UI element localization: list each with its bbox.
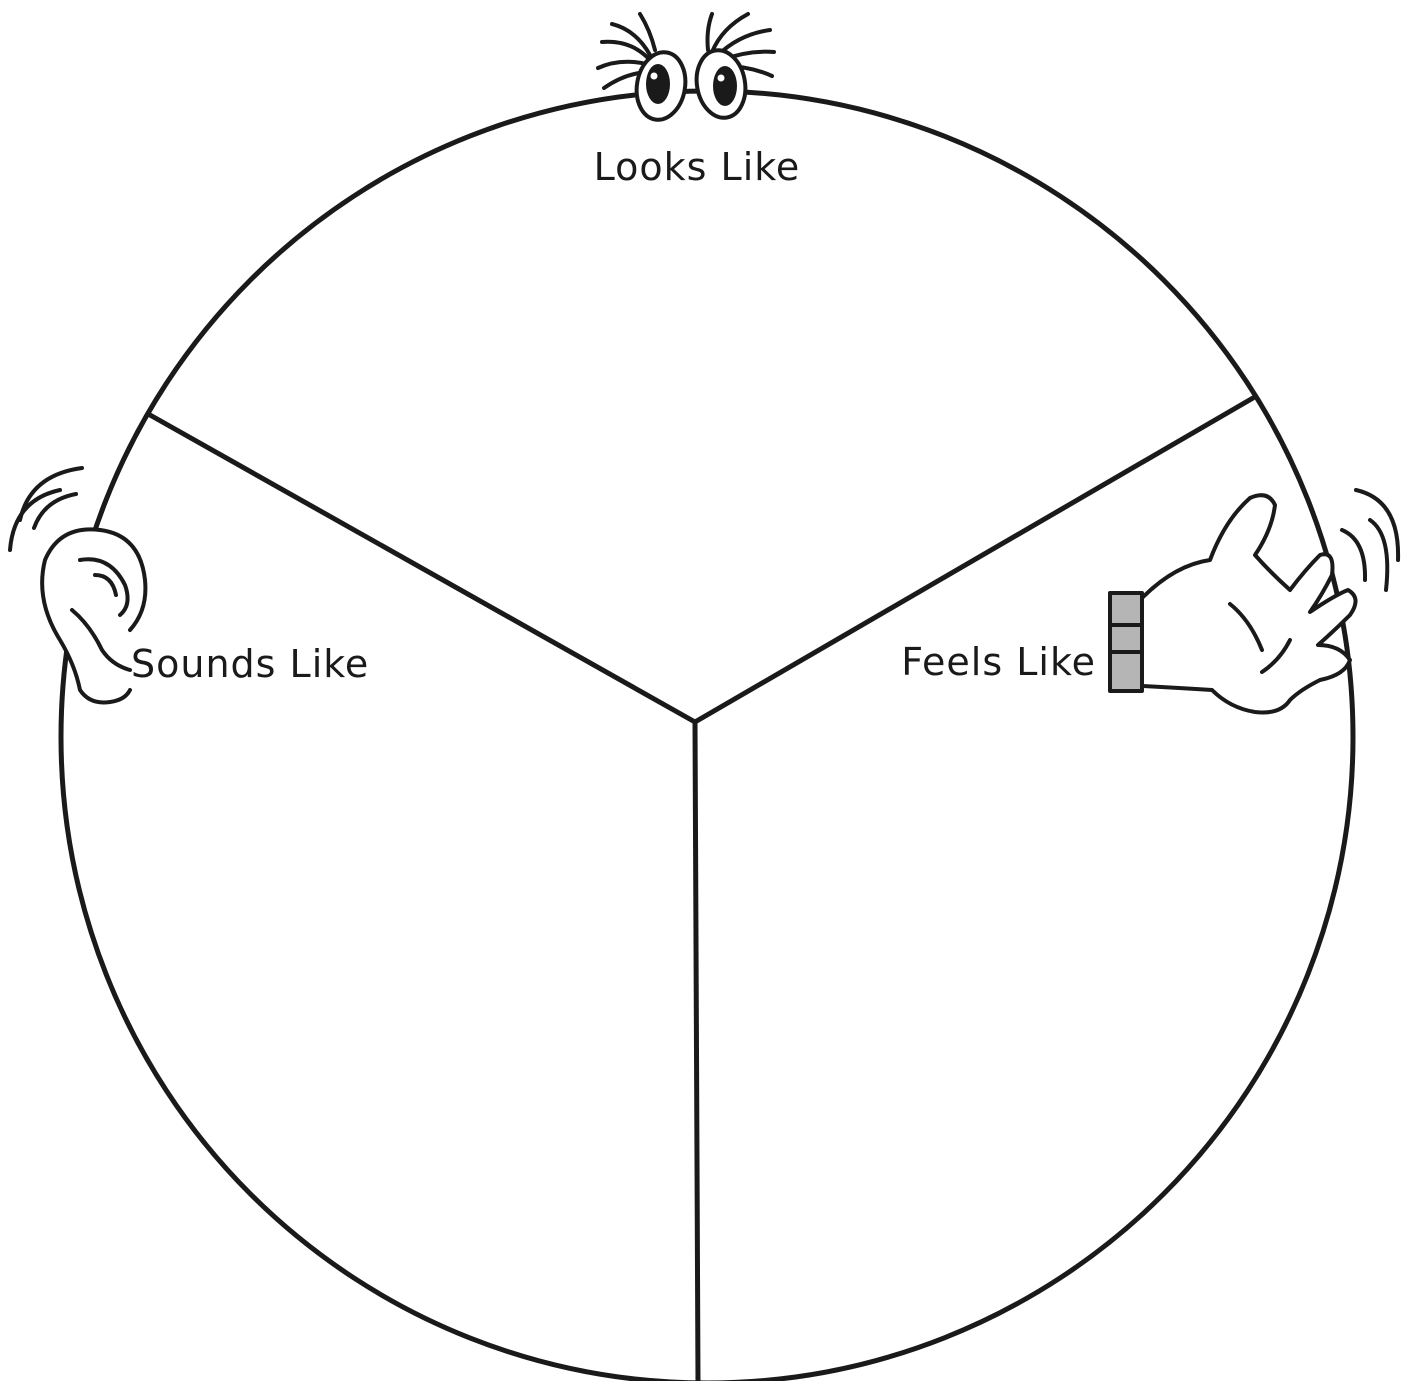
hand-icon — [1110, 490, 1398, 713]
section-label-looks-like: Looks Like — [594, 145, 801, 189]
organizer-circle — [61, 91, 1353, 1381]
divider-bottom — [695, 722, 698, 1381]
section-label-feels-like: Feels Like — [901, 640, 1096, 684]
eyes-icon — [598, 14, 774, 124]
ear-icon — [10, 468, 145, 703]
section-label-sounds-like: Sounds Like — [131, 642, 369, 686]
